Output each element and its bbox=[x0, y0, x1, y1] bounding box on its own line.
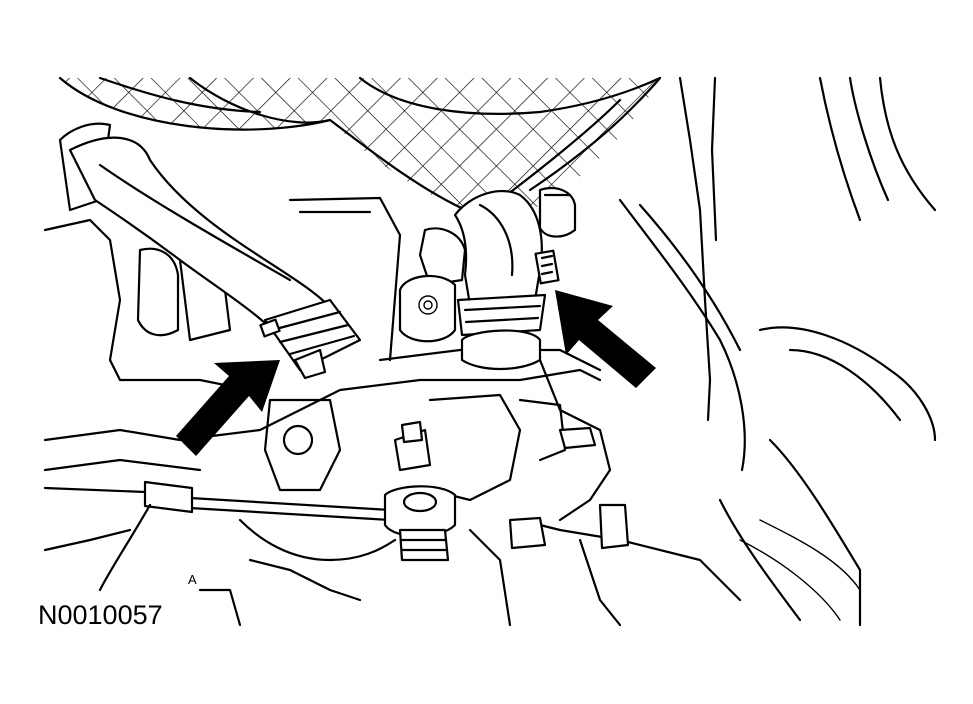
right-heater-hose bbox=[453, 187, 577, 371]
air-intake-duct bbox=[58, 76, 662, 220]
callout-arrows bbox=[176, 290, 656, 456]
marker-letter: A bbox=[188, 572, 197, 587]
body-panels bbox=[618, 76, 937, 627]
left-callout-arrow bbox=[176, 360, 280, 456]
temperature-sensor bbox=[398, 227, 467, 343]
right-callout-arrow bbox=[555, 290, 656, 388]
figure-reference-id: N0010057 bbox=[38, 600, 163, 630]
throttle-cable bbox=[43, 420, 630, 592]
right-hose-clamp bbox=[456, 293, 547, 337]
left-heater-hose bbox=[68, 136, 362, 380]
